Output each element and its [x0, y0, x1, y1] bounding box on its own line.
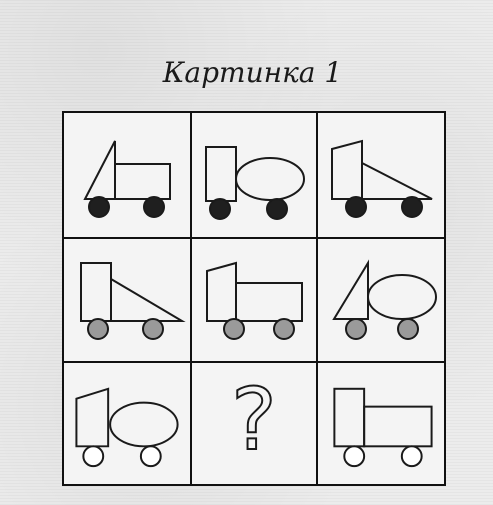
truck-triangle-cabin-rect-body-black-wheels — [64, 113, 190, 237]
grid-cell-3-3 — [318, 363, 444, 484]
picture-title: Картинка 1 — [6, 56, 493, 89]
grid-cell-1-3 — [318, 113, 444, 239]
truck-trapezoid-cabin-ellipse-body-white-wheels — [64, 363, 190, 484]
truck-triangle-cabin-ellipse-body-gray-wheels — [318, 239, 444, 361]
truck-rect-cabin-rect-body-white-wheels — [318, 363, 444, 484]
grid-cell-2-3 — [318, 239, 444, 363]
grid-cell-2-1 — [64, 239, 192, 363]
grid-cell-1-1 — [64, 113, 192, 239]
truck-trapezoid-cabin-triangle-body-black-wheels — [318, 113, 444, 237]
question-mark: ? — [192, 377, 316, 463]
grid-cell-3-2-missing: ? — [192, 363, 318, 484]
truck-trapezoid-cabin-rect-body-gray-wheels — [192, 239, 316, 361]
grid-cell-1-2 — [192, 113, 318, 239]
grid-cell-2-2 — [192, 239, 318, 363]
puzzle-grid: ? — [62, 111, 446, 486]
truck-rect-cabin-triangle-body-gray-wheels — [64, 239, 190, 361]
truck-rect-cabin-ellipse-body-black-wheels — [192, 113, 316, 237]
grid-cell-3-1 — [64, 363, 192, 484]
